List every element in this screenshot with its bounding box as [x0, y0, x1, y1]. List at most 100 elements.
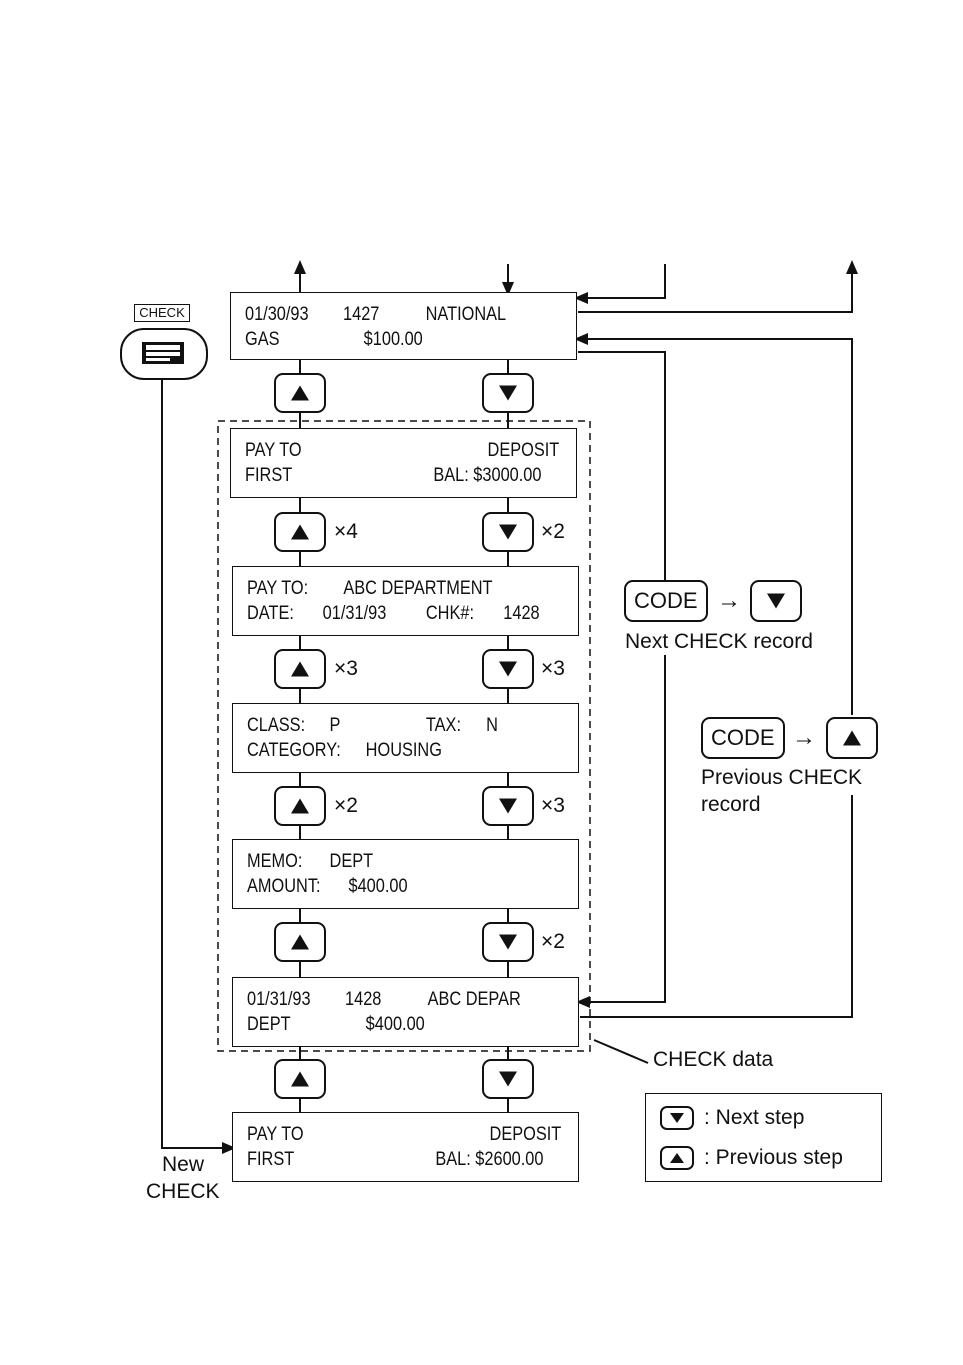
- pay-to-label: PAY TO: [245, 440, 302, 461]
- down-multiplier: ×2: [541, 520, 565, 543]
- down-multiplier: ×3: [541, 794, 565, 817]
- payee: ABC DEPARTMENT: [343, 578, 493, 599]
- down-key[interactable]: [482, 922, 534, 962]
- date: 01/30/93: [245, 304, 309, 325]
- check-data-label: CHECK data: [653, 1048, 774, 1071]
- up-multiplier: ×4: [334, 520, 358, 543]
- next-check-record-label: Next CHECK record: [625, 630, 813, 653]
- up-key[interactable]: [274, 1059, 326, 1099]
- up-key[interactable]: [274, 786, 326, 826]
- up-multiplier: ×2: [334, 794, 358, 817]
- down-key[interactable]: [482, 373, 534, 413]
- class-label: CLASS:: [247, 715, 306, 736]
- down-arrow-icon: [767, 593, 785, 609]
- tax-label: TAX:: [425, 715, 461, 736]
- up-arrow-icon: [291, 798, 309, 814]
- amount-label: AMOUNT:: [247, 876, 321, 897]
- screen-new-record-summary: 01/31/93 1428 ABC DEPAR DEPT $400.00: [232, 977, 579, 1047]
- code-key[interactable]: CODE: [624, 580, 708, 622]
- payee: NATIONAL: [425, 304, 507, 325]
- amount-value: $400.00: [348, 876, 408, 897]
- far-right-up-arrow: [578, 260, 858, 313]
- legend-next-step: : Next step: [704, 1106, 805, 1129]
- category-label: CATEGORY:: [247, 740, 341, 761]
- previous-record-arrow: [574, 333, 853, 715]
- up-arrow-icon: [291, 934, 309, 950]
- amount: $100.00: [363, 329, 423, 350]
- up-arrow-icon: [291, 385, 309, 401]
- memo-value: DEPT: [329, 851, 374, 872]
- down-arrow-icon: [499, 524, 517, 540]
- memo: GAS: [245, 329, 280, 350]
- top-right-in-arrow: [574, 264, 666, 304]
- up-key[interactable]: [274, 512, 326, 552]
- check-data-group-border: [217, 420, 591, 1052]
- down-arrow-icon: [499, 798, 517, 814]
- down-key[interactable]: [482, 649, 534, 689]
- date: 01/31/93: [322, 603, 387, 624]
- new-check-label-line1: New: [162, 1153, 205, 1176]
- pay-to-label: PAY TO:: [247, 578, 309, 599]
- right-arrow-icon: →: [717, 587, 741, 614]
- check-data-pointer: [593, 1039, 649, 1064]
- check-key-button[interactable]: [120, 328, 208, 380]
- down-arrow-icon: [499, 934, 517, 950]
- down-arrow-icon: [499, 385, 517, 401]
- down-key[interactable]: [482, 512, 534, 552]
- check-number-label: CHK#:: [425, 603, 475, 624]
- up-key-icon: [660, 1146, 694, 1170]
- up-key[interactable]: [274, 922, 326, 962]
- down-key-icon: [660, 1106, 694, 1130]
- previous-check-record-label: Previous CHECK: [701, 766, 863, 789]
- bank-name: FIRST: [245, 465, 293, 486]
- down-multiplier: ×2: [541, 930, 565, 953]
- tax-value: N: [486, 715, 498, 736]
- up-arrow-icon: [291, 661, 309, 677]
- right-arrow-icon: →: [792, 724, 816, 751]
- deposit-label: DEPOSIT: [489, 1124, 562, 1145]
- memo: DEPT: [247, 1014, 291, 1035]
- category-value: HOUSING: [365, 740, 442, 761]
- screen-memo-amount: MEMO: DEPT AMOUNT: $400.00: [232, 839, 579, 909]
- check-number: 1427: [343, 304, 380, 325]
- keyboard-icon: [142, 342, 184, 364]
- down-key[interactable]: [482, 786, 534, 826]
- previous-check-record-label-line2: record: [701, 793, 761, 816]
- screen-new-check: PAY TO DEPOSIT FIRST BAL: $2600.00: [232, 1112, 579, 1182]
- bank-name: FIRST: [247, 1149, 295, 1170]
- new-check-arrow: [161, 376, 236, 1154]
- down-key[interactable]: [482, 1059, 534, 1099]
- up-key[interactable]: [274, 373, 326, 413]
- screen-current-record: 01/30/93 1427 NATIONAL GAS $100.00: [230, 292, 577, 360]
- balance: BAL: $2600.00: [435, 1149, 544, 1170]
- down-arrow-icon: [499, 661, 517, 677]
- class-value: P: [329, 715, 341, 736]
- check-number: 1428: [345, 989, 382, 1010]
- up-arrow-icon: [843, 730, 861, 746]
- new-check-label-line2: CHECK: [146, 1180, 220, 1203]
- up-key[interactable]: [274, 649, 326, 689]
- down-multiplier: ×3: [541, 657, 565, 680]
- balance: BAL: $3000.00: [433, 465, 542, 486]
- pay-to-label: PAY TO: [247, 1124, 304, 1145]
- legend: : Next step : Previous step: [645, 1093, 882, 1182]
- legend-previous-step: : Previous step: [704, 1146, 843, 1169]
- date: 01/31/93: [247, 989, 311, 1010]
- date-label: DATE:: [247, 603, 294, 624]
- check-key-label: CHECK: [134, 304, 190, 322]
- down-key[interactable]: [750, 580, 802, 622]
- up-multiplier: ×3: [334, 657, 358, 680]
- check-number: 1428: [503, 603, 540, 624]
- screen-pay-to-date: PAY TO: ABC DEPARTMENT DATE: 01/31/93 CHK#:…: [232, 566, 579, 636]
- up-arrow-icon: [291, 524, 309, 540]
- amount: $400.00: [365, 1014, 425, 1035]
- memo-label: MEMO:: [247, 851, 303, 872]
- up-key[interactable]: [826, 717, 878, 759]
- up-arrow-icon: [291, 1071, 309, 1087]
- down-arrow-icon: [499, 1071, 517, 1087]
- code-key[interactable]: CODE: [701, 717, 785, 759]
- payee: ABC DEPAR: [427, 989, 521, 1010]
- next-record-arrow: [576, 655, 666, 1008]
